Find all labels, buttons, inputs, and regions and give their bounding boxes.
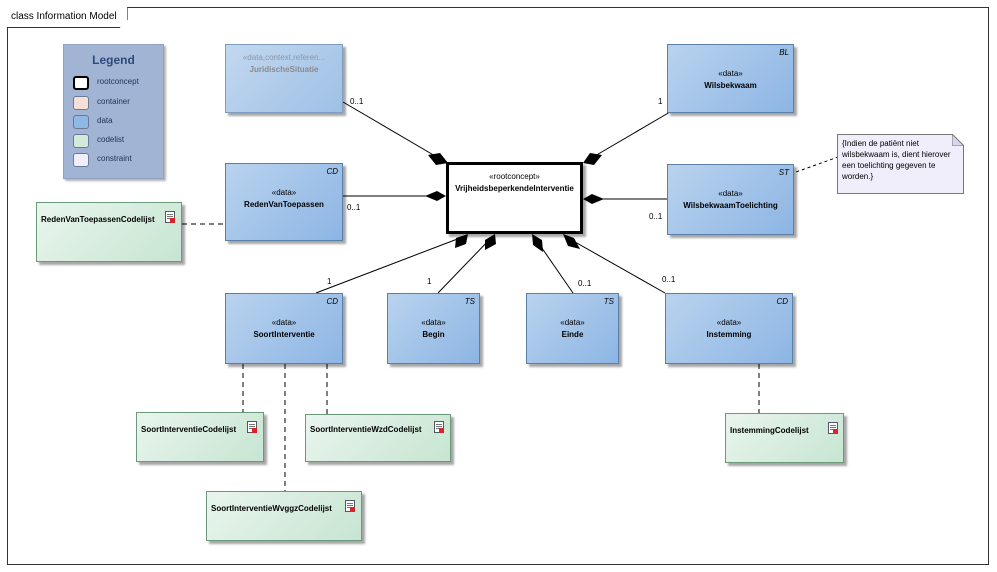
legend-swatch (73, 153, 89, 167)
assoc-begin (437, 237, 492, 294)
codelist-name: InstemmingCodelijst (730, 426, 809, 435)
multiplicity-instemming: 0..1 (662, 275, 676, 284)
class-stereotype: «data» (560, 318, 585, 327)
class-type-tag: ST (778, 168, 789, 177)
class-stereotype: «data,context,referen... (242, 53, 326, 62)
codelist-icon (345, 500, 355, 512)
codelist-icon (828, 422, 838, 434)
class-type-tag: TS (603, 297, 614, 306)
multiplicity-reden: 0..1 (347, 203, 361, 212)
class-type-tag: CD (776, 297, 788, 306)
class-name: Wilsbekwaam (704, 81, 757, 90)
class-stereotype: «data» (716, 318, 742, 327)
legend-swatch (73, 96, 89, 110)
codelist-name: SoortInterventieWvggzCodelijst (211, 504, 332, 513)
legend-title: Legend (92, 53, 135, 67)
class-wilsbekwaam-toelichting[interactable]: ST «data» WilsbekwaamToelichting (667, 164, 794, 235)
legend-label: codelist (97, 135, 125, 144)
assoc-soort (315, 237, 461, 294)
legend-label: constraint (97, 154, 132, 163)
assoc-wilsbekwaam (587, 111, 671, 161)
rootconcept-class[interactable]: «rootconcept» VrijheidsbeperkendeInterve… (446, 162, 583, 234)
class-einde[interactable]: TS «data» Einde (526, 293, 619, 364)
class-begin[interactable]: TS «data» Begin (387, 293, 480, 364)
class-type-tag: BL (779, 48, 789, 57)
assoc-instemming (567, 237, 666, 294)
codelist-name: SoortInterventieCodelijst (141, 425, 237, 434)
class-name: RedenVanToepassen (244, 200, 324, 209)
class-wilsbekwaam[interactable]: BL «data» Wilsbekwaam (667, 44, 794, 113)
codelist-instemming[interactable]: InstemmingCodelijst (725, 413, 844, 463)
legend-swatch (73, 115, 89, 129)
legend-label: container (97, 97, 130, 106)
legend-swatch (73, 134, 89, 148)
class-juridische-situatie[interactable]: «data,context,referen... JuridischeSitua… (225, 44, 343, 113)
codelist-soort-interventie-wzd[interactable]: SoortInterventieWzdCodelijst (305, 414, 451, 462)
legend-label: rootconcept (97, 77, 139, 86)
class-name: JuridischeSituatie (249, 65, 319, 74)
class-name: Begin (422, 330, 445, 339)
codelist-icon (165, 211, 175, 223)
diamond-soort (455, 234, 468, 248)
multiplicity-toelichting: 0..1 (649, 212, 663, 221)
class-name: Einde (561, 330, 584, 339)
diamond-instemming (563, 234, 580, 249)
multiplicity-einde: 0..1 (578, 279, 592, 288)
class-instemming[interactable]: CD «data» Instemming (665, 293, 793, 364)
codelist-name: RedenVanToepassenCodelijst (41, 215, 155, 224)
diamond-toelichting (583, 194, 604, 204)
class-stereotype: «data» (271, 318, 297, 327)
diamond-wilsbekwaam (583, 153, 602, 165)
class-type-tag: TS (464, 297, 475, 306)
multiplicity-juridische: 0..1 (350, 97, 364, 106)
note-fold-icon (952, 134, 964, 146)
codelist-icon (247, 421, 257, 433)
diamond-begin (485, 234, 496, 250)
class-name: WilsbekwaamToelichting (683, 201, 778, 210)
root-stereotype: «rootconcept» (489, 172, 540, 181)
multiplicity-begin: 1 (427, 277, 432, 286)
assoc-juridische (342, 101, 443, 161)
class-stereotype: «data» (271, 188, 297, 197)
class-type-tag: CD (326, 297, 338, 306)
legend: Legend rootconcept container data codeli… (63, 44, 164, 179)
codelist-soort-interventie-wvggz[interactable]: SoortInterventieWvggzCodelijst (206, 491, 362, 541)
class-name: SoortInterventie (253, 330, 315, 339)
legend-label: data (97, 116, 113, 125)
class-stereotype: «data» (421, 318, 446, 327)
codelist-icon (434, 421, 444, 433)
class-stereotype: «data» (718, 69, 743, 78)
codelist-reden-van-toepassen[interactable]: RedenVanToepassenCodelijst (36, 202, 182, 262)
class-type-tag: CD (326, 167, 338, 176)
diagram-title: class Information Model (7, 7, 128, 28)
codelist-name: SoortInterventieWzdCodelijst (310, 425, 422, 434)
multiplicity-soort: 1 (327, 277, 332, 286)
class-reden-van-toepassen[interactable]: CD «data» RedenVanToepassen (225, 163, 343, 241)
diamond-juridische (428, 153, 448, 165)
class-name: Instemming (706, 330, 752, 339)
root-name: VrijheidsbeperkendeInterventie (455, 184, 574, 193)
multiplicity-wilsbekwaam: 1 (658, 97, 663, 106)
class-stereotype: «data» (718, 189, 743, 198)
codelist-soort-interventie[interactable]: SoortInterventieCodelijst (136, 412, 264, 462)
legend-swatch (73, 76, 89, 90)
class-soort-interventie[interactable]: CD «data» SoortInterventie (225, 293, 343, 364)
diamond-reden (425, 191, 446, 201)
diamond-einde (532, 234, 543, 252)
constraint-note[interactable]: {Indien de patiënt niet wilsbekwaam is, … (837, 134, 964, 194)
diagram-frame (7, 7, 989, 565)
